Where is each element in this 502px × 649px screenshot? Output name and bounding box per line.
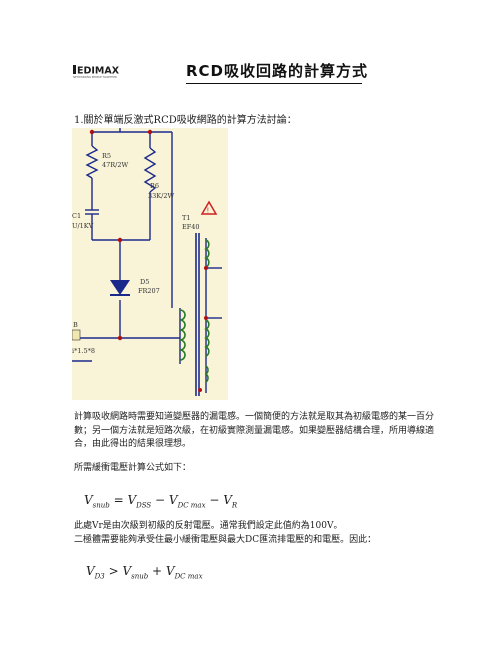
t1-name: T1 xyxy=(182,214,190,222)
r6-name: R6 xyxy=(150,182,159,190)
d5-value: FR207 xyxy=(138,287,160,295)
r5-name: R5 xyxy=(102,152,111,160)
logo-tagline: NETWORKING PEOPLE TOGETHER xyxy=(73,75,117,79)
b-value: i*1.5*8 xyxy=(72,347,95,355)
b-name: B xyxy=(73,321,78,329)
r5-value: 47R/2W xyxy=(102,161,128,169)
paragraph-leakage-inductance: 計算吸收網路時需要知道變壓器的漏電感。一個簡便的方法就是取其為初級電感的某一百分… xyxy=(74,412,435,449)
c1-value: U/1KV xyxy=(72,222,94,230)
section-heading: 1.關於單端反激式RCD吸收網路的計算方法討論： xyxy=(74,115,297,126)
rcd-schematic: ! R5 47R/2W R6 33K/2W C1 U/1KV T1 EF40 D… xyxy=(71,128,228,400)
paragraph-formula-intro: 所需緩衝電壓計算公式如下： xyxy=(74,463,192,473)
r6-value: 33K/2W xyxy=(148,192,174,200)
edimax-logo: EDIMAX NETWORKING PEOPLE TOGETHER xyxy=(72,63,124,79)
paragraph-diode-rating: 此處Vr是由次級到初級的反射電壓。通常我們設定此值約為100V。 二極體需要能夠… xyxy=(74,521,377,545)
logo-wordmark: EDIMAX xyxy=(77,66,120,77)
document-title: RCD吸收回路的計算方式 xyxy=(186,60,367,84)
d5-name: D5 xyxy=(140,278,149,286)
formula-snubber-voltage: Vsnub = VDSS − VDC max − VR xyxy=(84,493,238,510)
svg-text:!: ! xyxy=(207,207,210,215)
formula-diode-voltage: VD3 > Vsnub + VDC max xyxy=(86,564,203,581)
t1-value: EF40 xyxy=(182,223,200,231)
c1-name: C1 xyxy=(72,212,81,220)
